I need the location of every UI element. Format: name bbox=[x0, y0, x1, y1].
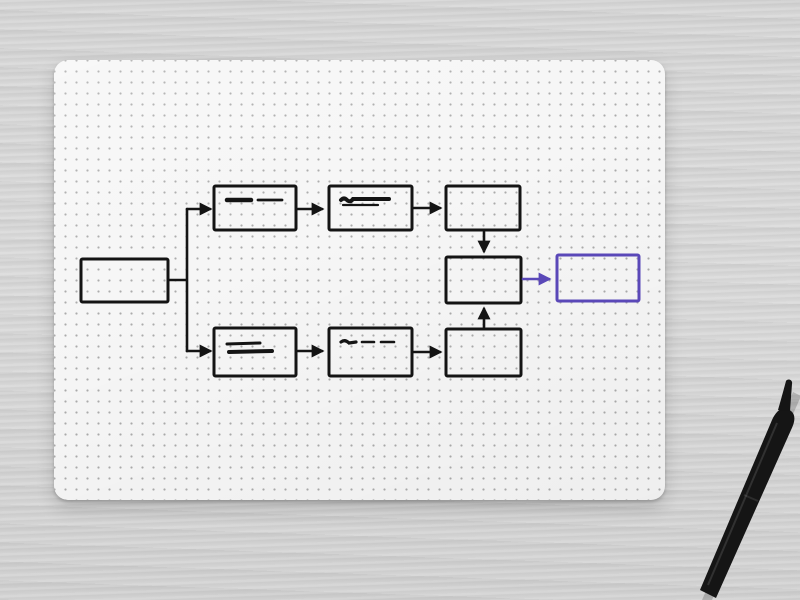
start-node-box bbox=[79, 257, 170, 304]
pen-cap-band bbox=[743, 494, 759, 502]
pen-highlight bbox=[707, 422, 778, 586]
top-node-3-box bbox=[444, 184, 522, 232]
dot-grid-notebook bbox=[54, 60, 665, 500]
bottom-node-3-box bbox=[444, 327, 523, 378]
merge-node-box bbox=[444, 255, 523, 305]
pen-tip bbox=[778, 379, 793, 411]
top-node-2-box bbox=[327, 184, 414, 232]
bottom-node-1-box bbox=[212, 326, 298, 378]
output-node-box bbox=[555, 253, 641, 303]
top-node-2-scribble bbox=[339, 196, 391, 204]
top-node-1-box bbox=[212, 184, 298, 232]
bottom-node-1-scribble-2 bbox=[227, 349, 274, 354]
pen-body bbox=[700, 408, 795, 598]
bottom-node-2-box bbox=[327, 326, 414, 378]
bottom-node-2-scribble bbox=[339, 339, 358, 345]
branch-connector bbox=[167, 207, 189, 353]
marker-pen-icon bbox=[700, 379, 800, 600]
bottom-node-1-scribble bbox=[225, 341, 262, 346]
